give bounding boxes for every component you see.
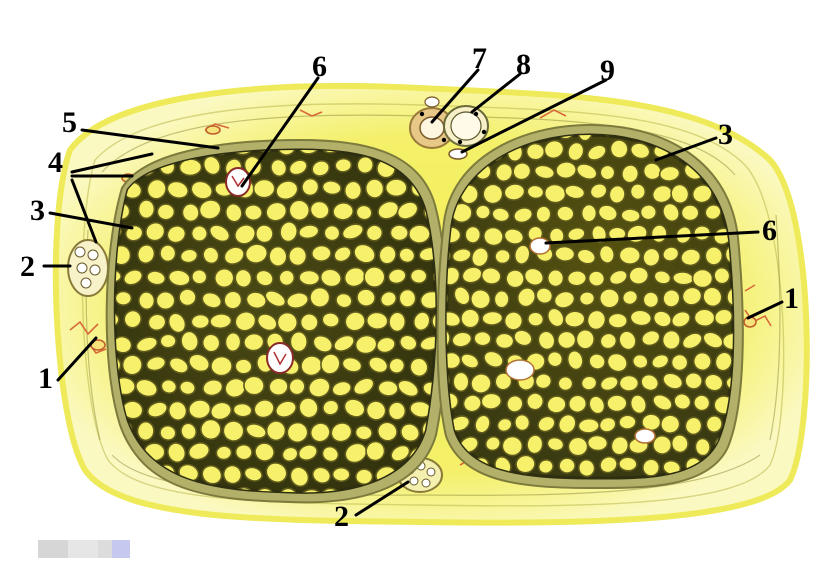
nerve-fiber: [482, 311, 503, 326]
nerve-fiber: [159, 244, 176, 262]
label-7: 7: [472, 42, 487, 75]
nerve-fiber: [290, 332, 307, 352]
swatch-gray-3: [98, 540, 112, 558]
nerve-fiber: [681, 205, 698, 221]
nerve-fiber: [576, 330, 594, 350]
nerve-fiber: [502, 436, 523, 456]
nerve-fiber: [474, 331, 492, 347]
nerve-fiber: [460, 308, 480, 328]
label-1-left: 1: [38, 362, 53, 395]
nerve-fiber: [619, 457, 638, 472]
nerve-fiber: [640, 204, 657, 220]
nerve-fiber: [332, 468, 349, 482]
nerve-fiber: [225, 332, 241, 351]
nerve-fiber: [548, 270, 564, 287]
nerve-fiber: [692, 269, 712, 288]
small-fascicle-left: [68, 240, 108, 296]
nerve-fiber: [526, 143, 544, 160]
nerve-fiber: [558, 457, 575, 473]
nerve-fiber: [465, 226, 481, 244]
label-3-right: 3: [718, 118, 733, 151]
nerve-fiber: [137, 422, 154, 441]
nerve-fiber: [599, 288, 620, 308]
nerve-fiber: [235, 358, 253, 374]
nerve-fiber: [115, 291, 131, 305]
nerve-fiber: [693, 225, 710, 241]
swatch-gray-2: [68, 540, 98, 558]
nerve-fiber: [156, 291, 175, 309]
nerve-fiber: [386, 179, 407, 197]
nerve-fiber: [366, 312, 388, 330]
label-2-left: 2: [20, 250, 35, 283]
nerve-fiber: [494, 249, 510, 264]
nerve-fiber: [619, 415, 637, 430]
nerve-fiber: [695, 438, 711, 456]
nerve-fiber: [138, 200, 154, 219]
nerve-fiber: [619, 375, 638, 391]
nerve-fiber: [642, 414, 661, 431]
nerve-fiber: [364, 266, 386, 288]
nerve-fiber: [201, 419, 222, 439]
nerve-fiber: [390, 225, 408, 241]
nerve-fiber: [495, 333, 514, 349]
label-1-right: 1: [784, 282, 799, 315]
nerve-fiber: [389, 312, 406, 332]
label-8: 8: [516, 48, 531, 81]
nerve-fiber: [557, 376, 573, 391]
nerve-fiber: [587, 435, 608, 451]
swatch-lavender: [112, 540, 130, 558]
nerve-fiber: [311, 245, 331, 262]
label-5: 5: [62, 106, 77, 139]
nerve-fiber: [365, 178, 384, 198]
nerve-fiber: [481, 393, 502, 410]
nerve-fiber: [494, 290, 509, 308]
nerve-fiber: [378, 380, 399, 397]
nerve-fiber: [300, 313, 319, 331]
nerve-fiber: [288, 246, 307, 266]
label-6-right: 6: [762, 214, 777, 247]
label-2-bottom: 2: [334, 500, 349, 533]
nerve-fiber: [694, 309, 715, 327]
label-6-left: 6: [312, 50, 327, 83]
nerve-fiber: [160, 334, 176, 348]
nerve-fiber: [410, 269, 426, 283]
nerve-fiber: [211, 356, 233, 376]
label-4: 4: [48, 146, 63, 179]
nerve-fiber: [409, 225, 431, 244]
nerve-fiber: [253, 179, 275, 198]
nerve-fiber: [453, 372, 469, 391]
nerve-fiber: [388, 402, 405, 420]
label-3-left: 3: [30, 194, 45, 227]
nerve-fiber: [568, 437, 588, 456]
nerve-fiber: [621, 208, 641, 222]
nerve-fiber: [268, 246, 287, 267]
nerve-fiber: [705, 247, 722, 265]
nerve-fiber: [684, 372, 703, 390]
nerve-fiber: [299, 270, 320, 286]
nerve-fiber: [608, 313, 628, 328]
fascicle-left: [99, 133, 456, 510]
swatch-gray-1: [38, 540, 68, 558]
nerve-fiber: [662, 330, 681, 350]
nerve-fiber: [581, 205, 596, 222]
nerve-fiber: [157, 204, 174, 220]
fascicle-right: [428, 117, 747, 488]
nerve-fiber: [619, 246, 641, 264]
nerve-fiber: [324, 225, 340, 241]
label-9: 9: [600, 54, 615, 87]
nerve-fiber: [578, 418, 600, 433]
nerve-fiber: [191, 314, 210, 329]
color-swatch-strip: [38, 540, 130, 558]
nerve-fiber: [243, 375, 265, 395]
nerve-fiber: [607, 395, 627, 411]
nerve-fiber: [567, 270, 587, 287]
nerve-fiber: [399, 289, 417, 308]
